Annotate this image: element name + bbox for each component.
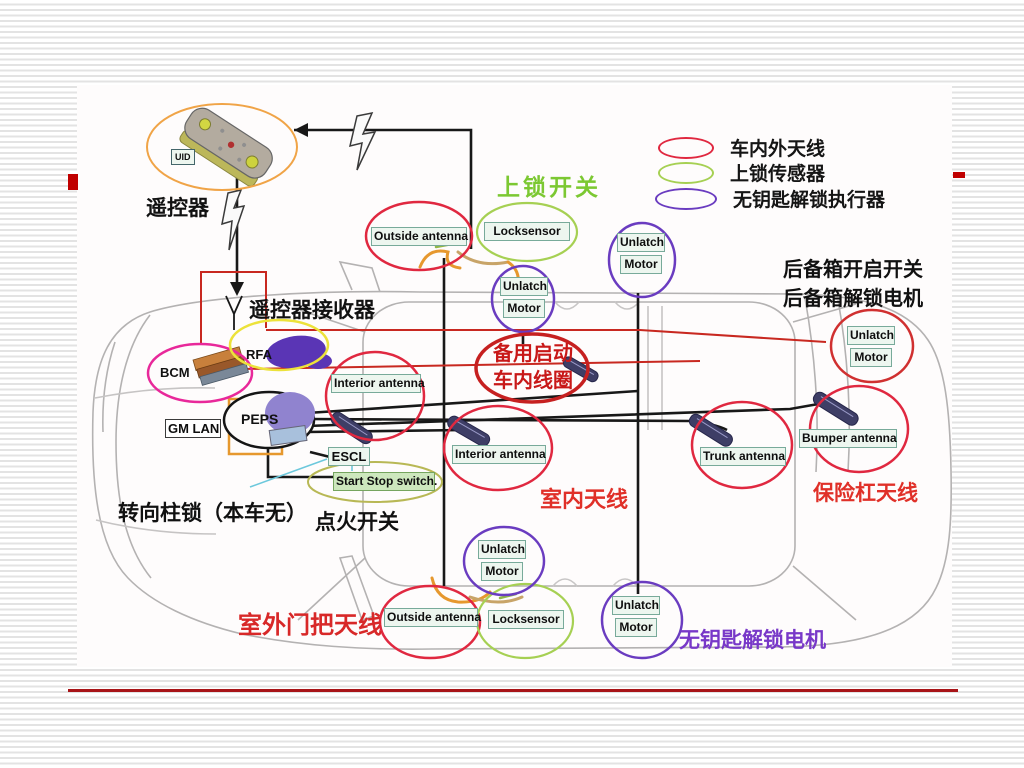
escl-box: ESCL: [328, 447, 370, 466]
bcm-circle: [146, 342, 254, 404]
key-fob-image: [179, 107, 273, 187]
unlatch-motor-bottom-mid-circle: [462, 525, 546, 597]
peps-label: PEPS: [241, 411, 279, 427]
locksensor-top-box: Locksensor: [484, 222, 570, 241]
uid-box: UID: [171, 149, 195, 165]
bumper-antenna-box: Bumper antenna: [799, 429, 897, 448]
outside-antenna-bottom-circle: [378, 584, 482, 660]
legend-red-ellipse: [658, 136, 714, 159]
rfa-module-image: [266, 335, 332, 369]
trunk-unlatch-motor-box: Unlatch Motor: [847, 326, 895, 367]
unlatch-label: Unlatch: [617, 233, 665, 252]
arrow-to-receiver: [230, 282, 244, 296]
bcm-label: BCM: [160, 365, 190, 380]
trunk-unlock-motor-label: 后备箱解锁电机: [783, 288, 923, 310]
motor-label: Motor: [503, 299, 545, 318]
door-handle-antenna-label: 室外门把天线: [238, 612, 382, 639]
interior-antenna-2-box: Interior antenna: [452, 445, 546, 464]
rf-signal-bolt-top: [348, 111, 377, 171]
lock-switch-label: 上锁开关: [497, 174, 601, 200]
receiver-antenna-symbol: [225, 295, 243, 330]
trunk-open-switch-label: 后备箱开启开关: [783, 259, 923, 281]
pointer-lines: [249, 458, 353, 488]
unlatch-label: Unlatch: [500, 277, 548, 296]
interior-antenna-1-circle: [324, 350, 426, 442]
unlatch-motor-top-right-circle: [607, 221, 677, 299]
motor-label: Motor: [620, 255, 662, 274]
motor-label: Motor: [850, 348, 892, 367]
bumper-antenna-label: 保险杠天线: [813, 482, 918, 505]
steering-column-lock-label: 转向柱锁（本车无）: [118, 502, 307, 525]
gm-lan-box: GM LAN: [165, 419, 221, 438]
rfa-label: RFA: [246, 347, 272, 362]
backup-coil-label: 备用启动 车内线圈: [481, 341, 585, 395]
legend-row-unlatch-actuator: 无钥匙解锁执行器: [655, 185, 885, 212]
marker-circles: [146, 103, 915, 660]
unlatch-motor-bottom-mid-box: Unlatch Motor: [478, 540, 526, 581]
unlatch-label: Unlatch: [612, 596, 660, 615]
interior-antenna-2-circle: [442, 404, 554, 492]
fob-circle: [146, 103, 298, 191]
motor-label: Motor: [615, 618, 657, 637]
unlatch-motor-top-mid-circle: [490, 264, 556, 334]
legend-green-ellipse: [658, 161, 714, 184]
trunk-antenna-box: Trunk antenna: [700, 447, 786, 466]
interior-antenna-1-box: Interior antenna: [331, 374, 425, 393]
locksensor-bottom-box: Locksensor: [488, 610, 564, 629]
receiver-label: 遥控器接收器: [249, 299, 375, 322]
unlatch-motor-bottom-right-box: Unlatch Motor: [612, 596, 660, 637]
backup-coil-circle: [474, 332, 590, 404]
legend-row-lock-sensor: 上锁传感器: [658, 159, 825, 186]
unlatch-motor-top-mid-box: Unlatch Motor: [500, 277, 548, 318]
outside-antenna-bottom-box: Outside antenna: [384, 608, 481, 627]
legend-purple-ellipse: [655, 187, 717, 210]
backup-coil-line1: 备用启动: [493, 343, 573, 365]
unlatch-label: Unlatch: [478, 540, 526, 559]
unlatch-motor-top-right-box: Unlatch Motor: [617, 233, 665, 274]
start-stop-switch-box: Start Stop switch.: [333, 472, 437, 491]
rfa-circle: [228, 318, 330, 372]
locksensor-top-circle: [475, 201, 579, 263]
interior-antenna-label: 室内天线: [540, 487, 629, 512]
legend-label: 上锁传感器: [730, 164, 826, 185]
start-stop-circle: [307, 461, 443, 503]
motor-label: Motor: [481, 562, 523, 581]
ignition-switch-label: 点火开关: [315, 511, 399, 534]
backup-coil-line2: 车内线圈: [493, 370, 573, 392]
keyless-unlock-motor-label: 无钥匙解锁电机: [679, 629, 826, 652]
unlatch-label: Unlatch: [847, 326, 895, 345]
left-bullet-square: [68, 174, 78, 190]
bcm-module-image: [192, 346, 250, 386]
outside-antenna-top-box: Outside antenna: [371, 227, 468, 246]
trunk-antenna-circle: [690, 400, 794, 490]
outside-antenna-top-circle: [364, 200, 474, 272]
peps-module-image: [265, 392, 315, 446]
bottom-rule: [68, 689, 958, 692]
remote-label: 遥控器: [146, 197, 209, 220]
trunk-unlatch-motor-circle: [829, 308, 915, 384]
legend-row-antenna: 车内外天线: [658, 134, 825, 161]
legend-label: 无钥匙解锁执行器: [733, 190, 886, 211]
right-bullet-dash: [953, 172, 965, 178]
rf-signal-bolt-left: [221, 188, 246, 251]
legend-label: 车内外天线: [730, 139, 826, 160]
unlatch-motor-bottom-right-circle: [600, 580, 684, 660]
antenna-bars: [330, 356, 859, 447]
arrow-to-fob: [294, 123, 308, 137]
